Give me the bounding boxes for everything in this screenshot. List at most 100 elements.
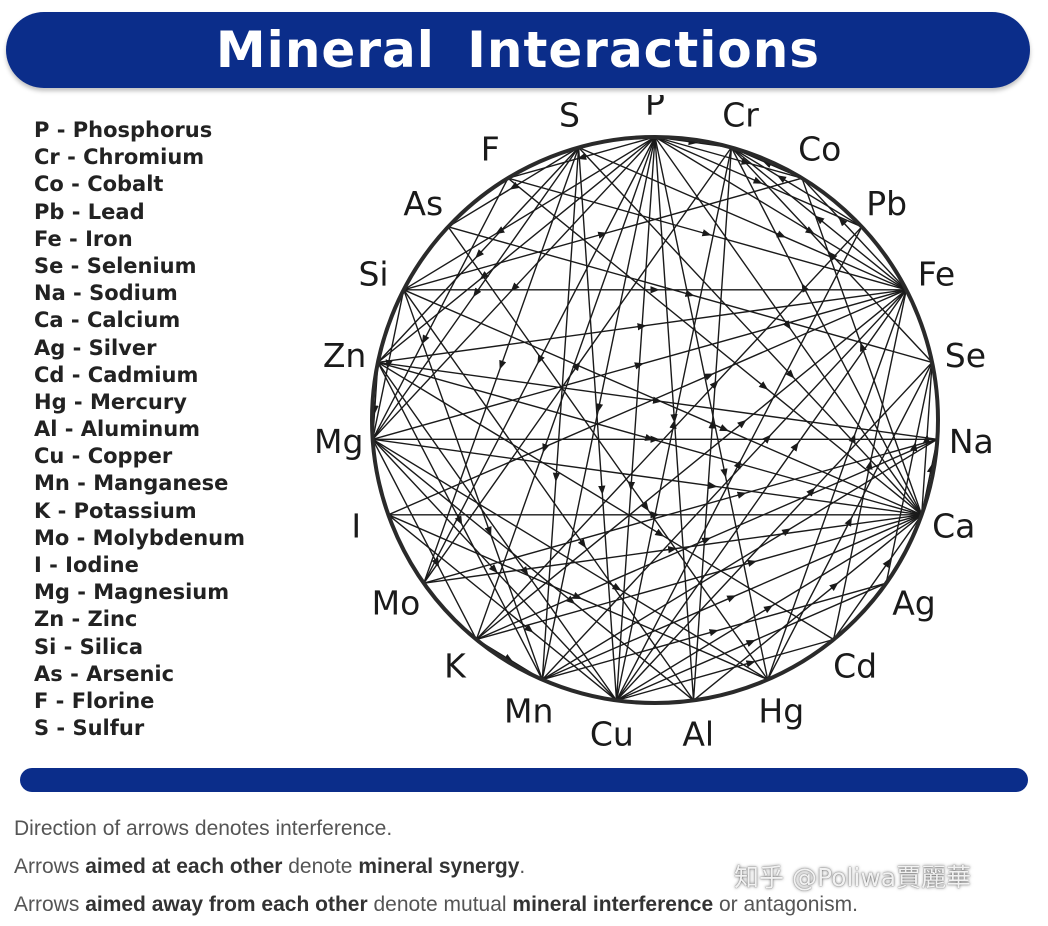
interaction-arrow (578, 147, 923, 516)
element-label: As (403, 184, 443, 223)
interaction-arrow (447, 146, 579, 228)
interaction-arrow (377, 289, 907, 364)
legend-item: S - Sulfur (34, 715, 304, 742)
legend-name: Calcium (86, 308, 181, 333)
legend-name: Aluminum (80, 417, 201, 442)
legend-item: Cd - Cadmium (34, 362, 304, 389)
legend-symbol: Cu (34, 444, 65, 469)
legend-symbol: As (34, 661, 63, 686)
legend-name: Molybdenum (92, 525, 245, 550)
divider-bar (20, 768, 1028, 792)
legend-symbol: F (34, 688, 49, 713)
legend-name: Magnesium (93, 580, 230, 605)
interaction-arrow (403, 289, 922, 516)
legend-symbol: Hg (34, 389, 67, 414)
element-label: F (481, 130, 500, 169)
interaction-arrow (377, 147, 580, 363)
legend-symbol: S (34, 716, 50, 741)
interaction-arrow (541, 438, 938, 681)
interaction-arrow (507, 177, 923, 516)
legend-symbol: Si (34, 634, 57, 659)
interaction-arrow (372, 147, 580, 440)
legend-separator: - (59, 145, 84, 170)
note-emphasis: aimed at each other (85, 855, 283, 878)
legend-separator: - (65, 281, 90, 306)
legend-separator: - (61, 226, 86, 251)
interaction-arrow (377, 362, 543, 680)
legend-item: Mo - Molybdenum (34, 525, 304, 552)
element-label: Cu (590, 715, 634, 754)
note-text: Direction of arrows denotes interference… (14, 817, 393, 840)
interaction-arrow (885, 362, 933, 584)
interaction-arrow (692, 147, 733, 701)
element-label: Mg (314, 422, 363, 461)
legend-symbol: Se (34, 253, 64, 278)
note-text: denote (282, 855, 359, 878)
legend-symbol: Cd (34, 362, 65, 387)
element-label: Mo (372, 583, 421, 622)
interaction-arrow (654, 136, 769, 680)
interaction-arrow (377, 361, 834, 641)
legend-name: Iron (85, 226, 133, 251)
legend-symbol: Zn (34, 607, 65, 632)
interaction-arrow (801, 177, 923, 516)
legend-symbol: Ca (34, 308, 64, 333)
watermark: 知乎 @Poliwa賈麗華 (734, 863, 972, 892)
legend-item: Cu - Copper (34, 443, 304, 470)
legend-item: Mg - Magnesium (34, 579, 304, 606)
interaction-arrow (372, 438, 618, 701)
legend-name: Iodine (65, 553, 139, 577)
note-emphasis: mineral synergy (358, 855, 520, 878)
legend-name: Copper (87, 444, 173, 469)
element-label: K (444, 646, 467, 685)
legend-name: Zinc (87, 607, 138, 632)
legend-name: Cobalt (87, 172, 164, 197)
interaction-arrow (801, 177, 907, 291)
legend-item: Ca - Calcium (34, 307, 304, 334)
legend-separator: - (64, 362, 88, 387)
legend-separator: - (48, 688, 72, 713)
interaction-arrow (833, 514, 923, 640)
note-text: or antagonism. (713, 893, 858, 916)
interaction-arrow (388, 514, 768, 681)
legend-item: Mn - Manganese (34, 470, 304, 497)
legend-item: Fe - Iron (34, 226, 304, 253)
interaction-arrow (578, 146, 907, 291)
legend-separator: - (66, 389, 90, 414)
legend-name: Sodium (89, 281, 178, 306)
legend-separator: - (49, 716, 73, 741)
legend-symbol: Ag (34, 335, 66, 360)
interaction-arrow (921, 362, 933, 515)
legend-item: I - Iodine (34, 552, 304, 579)
element-label: Si (358, 255, 388, 294)
interaction-arrow (541, 147, 580, 680)
legend-item: Cr - Chromium (34, 144, 304, 171)
interaction-arrow (832, 289, 907, 640)
note-text: . (519, 855, 526, 878)
legend-item: K - Potassium (34, 498, 304, 525)
element-label: Na (949, 422, 994, 461)
legend-item: Ag - Silver (34, 335, 304, 362)
legend-symbol: Al (34, 417, 58, 442)
interaction-arrow (372, 438, 922, 516)
note-text: Arrows (14, 855, 86, 878)
legend-separator: - (41, 553, 66, 577)
legend-symbol: K (34, 498, 51, 523)
legend-item: F - Florine (34, 688, 304, 715)
interaction-arrow (542, 514, 922, 681)
interaction-lines (371, 136, 938, 702)
interaction-arrow (767, 362, 933, 680)
interaction-arrow (387, 514, 617, 701)
legend-separator: - (63, 253, 87, 278)
element-label: S (559, 95, 580, 134)
legend-item: Na - Sodium (34, 280, 304, 307)
legend-separator: - (57, 417, 81, 442)
note-line: Arrows aimed away from each other denote… (14, 888, 1044, 926)
interaction-arrow (475, 136, 656, 640)
element-label: Pb (866, 184, 907, 223)
legend-separator: - (69, 471, 94, 496)
interaction-arrow (377, 361, 938, 440)
element-label: P (645, 95, 665, 123)
interaction-arrow (423, 514, 922, 584)
